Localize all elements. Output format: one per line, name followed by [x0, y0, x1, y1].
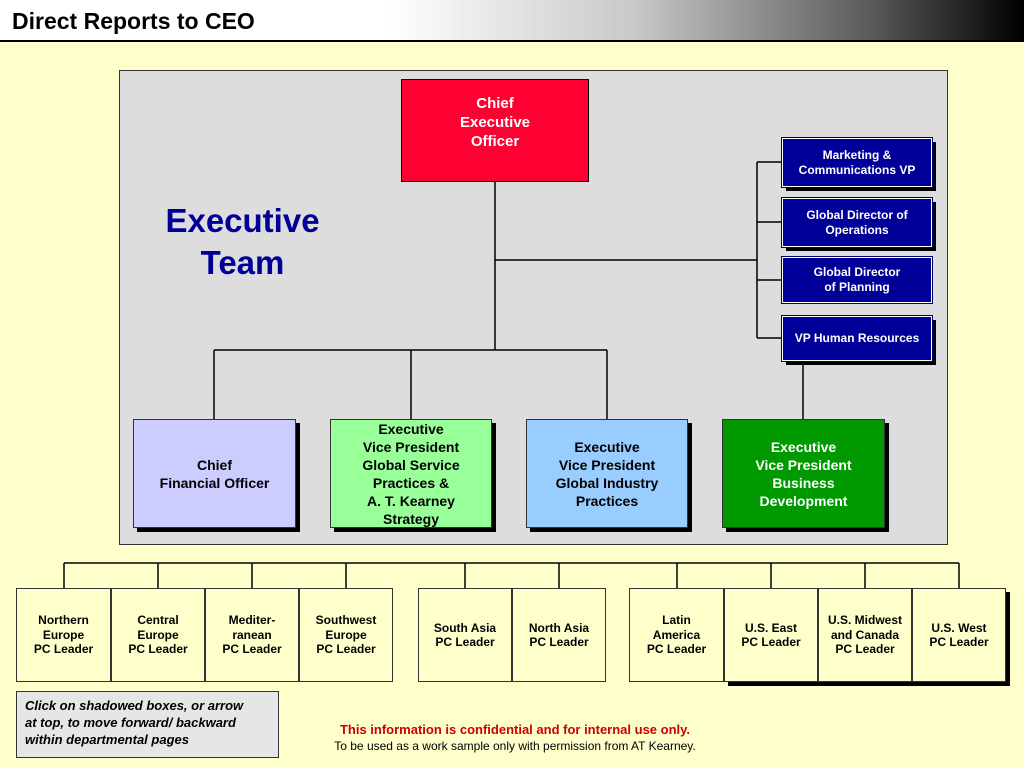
- title-bar: Direct Reports to CEO: [0, 0, 1024, 42]
- us-west-leader-box[interactable]: U.S. West PC Leader: [912, 588, 1006, 682]
- latin-america-leader-box: Latin America PC Leader: [629, 588, 724, 682]
- north-asia-leader-box: North Asia PC Leader: [512, 588, 606, 682]
- evp-global-industry-box[interactable]: Executive Vice President Global Industry…: [526, 419, 688, 528]
- marketing-communications-vp-box[interactable]: Marketing & Communications VP: [781, 137, 933, 188]
- navigation-note: Click on shadowed boxes, or arrow at top…: [16, 691, 279, 758]
- vp-human-resources-box[interactable]: VP Human Resources: [781, 315, 933, 362]
- northern-europe-leader-box: Northern Europe PC Leader: [16, 588, 111, 682]
- cfo-box[interactable]: Chief Financial Officer: [133, 419, 296, 528]
- ceo-box: Chief Executive Officer: [401, 79, 589, 182]
- southwest-europe-leader-box: Southwest Europe PC Leader: [299, 588, 393, 682]
- evp-business-development-box[interactable]: Executive Vice President Business Develo…: [722, 419, 885, 528]
- central-europe-leader-box: Central Europe PC Leader: [111, 588, 205, 682]
- permission-notice: To be used as a work sample only with pe…: [334, 739, 696, 753]
- page-title: Direct Reports to CEO: [12, 8, 255, 34]
- executive-team-label: Executive Team: [165, 202, 320, 281]
- global-director-operations-box[interactable]: Global Director of Operations: [781, 197, 933, 248]
- us-east-leader-box[interactable]: U.S. East PC Leader: [724, 588, 818, 682]
- mediterranean-leader-box: Mediter- ranean PC Leader: [205, 588, 299, 682]
- us-midwest-canada-leader-box[interactable]: U.S. Midwest and Canada PC Leader: [818, 588, 912, 682]
- global-director-planning-box: Global Director of Planning: [781, 256, 933, 304]
- south-asia-leader-box: South Asia PC Leader: [418, 588, 512, 682]
- evp-global-service-box[interactable]: Executive Vice President Global Service …: [330, 419, 492, 528]
- confidential-notice: This information is confidential and for…: [339, 722, 691, 737]
